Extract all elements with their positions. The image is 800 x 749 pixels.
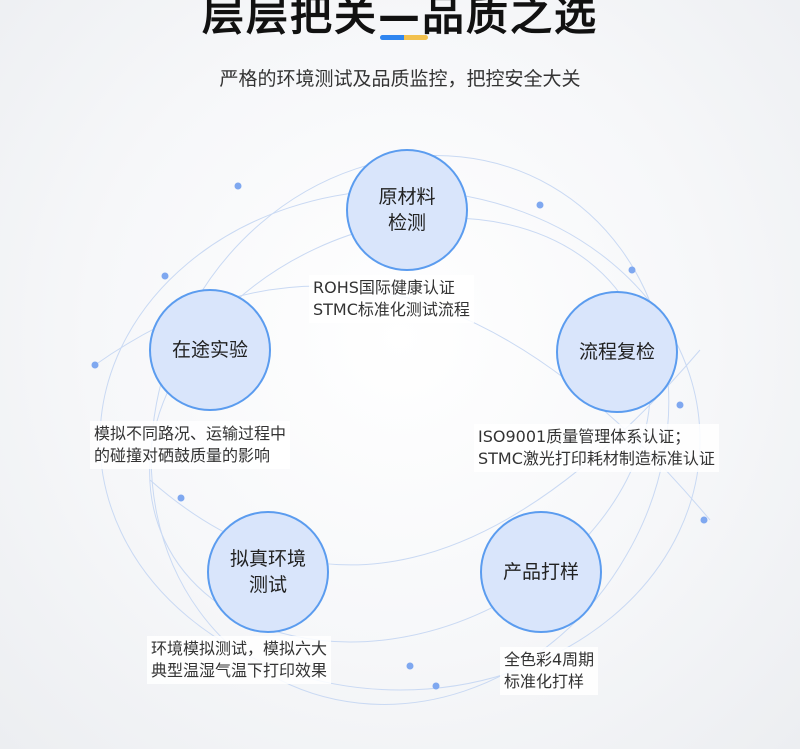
title-underline [380, 35, 428, 40]
step-circle-raw-material: 原材料 检测 [346, 149, 468, 271]
step-circle-environment-test: 拟真环境 测试 [207, 511, 329, 633]
step-desc-process-recheck: ISO9001质量管理体系认证； STMC激光打印耗材制造标准认证 [474, 424, 719, 472]
step-desc-transit-test: 模拟不同路况、运输过程中 的碰撞对硒鼓质量的影响 [90, 421, 291, 469]
step-circle-transit-test: 在途实验 [149, 289, 271, 411]
step-desc-raw-material: ROHS国际健康认证 STMC标准化测试流程 [309, 275, 474, 323]
step-circle-process-recheck: 流程复检 [556, 291, 678, 413]
page-subtitle: 严格的环境测试及品质监控，把控安全大关 [219, 68, 581, 90]
step-desc-environment-test: 环境模拟测试，模拟六大 典型温湿气温下打印效果 [147, 636, 332, 684]
page-title: 层层把关—品质之选 [201, 0, 598, 40]
step-desc-sample: 全色彩4周期 标准化打样 [500, 647, 599, 695]
step-circle-sample: 产品打样 [480, 511, 602, 633]
